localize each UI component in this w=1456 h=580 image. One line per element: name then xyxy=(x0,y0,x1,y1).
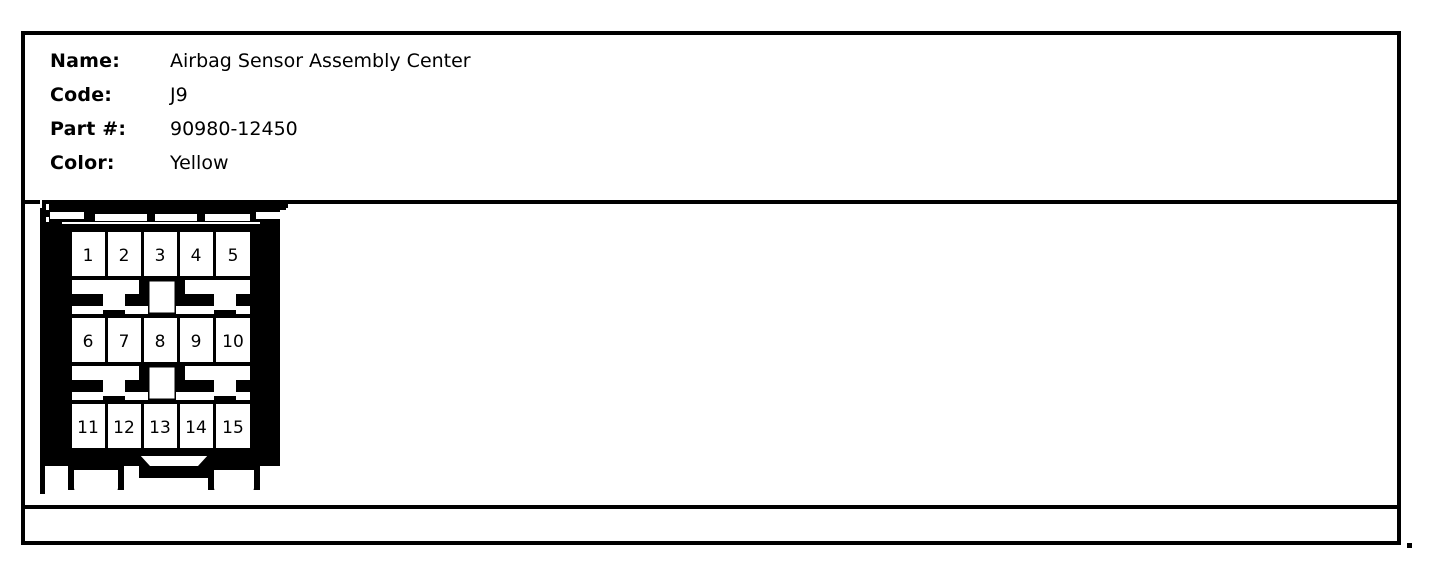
info-label-name: Name: xyxy=(50,50,121,72)
pin-label-8: 8 xyxy=(155,332,166,352)
flange-slot-4 xyxy=(205,214,250,221)
pin-label-12: 12 xyxy=(113,418,135,438)
info-label-color: Color: xyxy=(50,152,115,174)
info-row-color: Color: Yellow xyxy=(50,146,650,180)
header-body-divider xyxy=(25,200,1397,204)
info-row-name: Name: Airbag Sensor Assembly Center xyxy=(50,44,650,78)
divider2-left-t xyxy=(72,366,139,396)
pin-label-9: 9 xyxy=(191,332,202,352)
pin-label-1: 1 xyxy=(83,246,94,266)
pin-cavity-1 xyxy=(72,232,105,276)
info-label-code: Code: xyxy=(50,84,113,106)
divider2-bridge-left xyxy=(72,392,103,400)
pin-label-7: 7 xyxy=(119,332,130,352)
pin-label-15: 15 xyxy=(222,418,244,438)
divider2-bridge-mid-l xyxy=(125,392,148,400)
pin-label-5: 5 xyxy=(228,246,239,266)
body-footer-divider xyxy=(25,505,1397,509)
divider2-bridge-right xyxy=(236,392,250,400)
pin-cavity-6 xyxy=(72,318,105,362)
flange-slot-3 xyxy=(155,214,197,221)
divider1-bridge-mid-r xyxy=(176,306,214,314)
pin-cavity-15 xyxy=(216,404,250,448)
divider1-left-t-dup xyxy=(72,280,139,310)
flange-slot-1 xyxy=(50,212,84,219)
pin-cavity-13 xyxy=(144,404,177,448)
info-row-part-number: Part #: 90980-12450 xyxy=(50,112,650,146)
info-row-code: Code: J9 xyxy=(50,78,650,112)
top-flange-bar xyxy=(42,200,286,210)
pin-label-11: 11 xyxy=(77,418,99,438)
pin-cavity-9 xyxy=(180,318,213,362)
divider2-center-keyway xyxy=(146,364,178,402)
pin-label-2: 2 xyxy=(119,246,130,266)
pin-label-14: 14 xyxy=(185,418,207,438)
left-outer-rail xyxy=(40,208,45,494)
info-value-part-number: 90980-12450 xyxy=(170,118,298,140)
pin-cavity-10 xyxy=(216,318,250,362)
divider1-bridge-right xyxy=(236,306,250,314)
divider2-bridge-mid-r xyxy=(176,392,214,400)
flange-slot-2 xyxy=(95,214,147,221)
pin-cavity-7 xyxy=(108,318,141,362)
divider1-bridge-left xyxy=(72,306,103,314)
pin-cavity-5 xyxy=(216,232,250,276)
pin-cavity-11 xyxy=(72,404,105,448)
right-leg-slot xyxy=(214,470,254,492)
flange-slot-5 xyxy=(256,212,282,219)
info-value-code: J9 xyxy=(170,84,188,106)
pin-cavity-2 xyxy=(108,232,141,276)
info-value-name: Airbag Sensor Assembly Center xyxy=(170,50,471,72)
pin-label-13: 13 xyxy=(149,418,171,438)
pin-cavity-14 xyxy=(180,404,213,448)
pin-label-4: 4 xyxy=(191,246,202,266)
divider2-right-t xyxy=(185,366,250,396)
connector-info-block: Name: Airbag Sensor Assembly Center Code… xyxy=(50,44,650,180)
pin-cavity-3 xyxy=(144,232,177,276)
pin-cavity-4 xyxy=(180,232,213,276)
info-label-part-number: Part #: xyxy=(50,118,127,140)
pin-cavity-12 xyxy=(108,404,141,448)
center-latch-foot xyxy=(139,466,209,478)
connector-pinout-diagram: 1 2 3 4 5 6 7 8 9 10 11 12 13 14 15 xyxy=(38,198,288,494)
connector-housing xyxy=(40,200,288,494)
pin-label-10: 10 xyxy=(222,332,244,352)
divider1-center-keyway xyxy=(146,278,178,316)
left-leg-slot xyxy=(74,470,118,492)
pin-number-labels: 1 2 3 4 5 6 7 8 9 10 11 12 13 14 15 xyxy=(77,246,244,438)
corner-tick-top xyxy=(46,204,49,210)
corner-tick-bottom xyxy=(46,217,49,223)
pin-label-6: 6 xyxy=(83,332,94,352)
top-right-stub xyxy=(274,200,288,208)
connector-svg: 1 2 3 4 5 6 7 8 9 10 11 12 13 14 15 xyxy=(40,200,288,494)
pin-cavity-8 xyxy=(144,318,177,362)
page-stray-mark xyxy=(1407,543,1412,548)
pin-label-3: 3 xyxy=(155,246,166,266)
divider1-bridge-mid-l xyxy=(125,306,148,314)
info-value-color: Yellow xyxy=(170,152,229,174)
center-latch-trapezoid xyxy=(139,456,209,468)
divider1-right-t xyxy=(185,280,250,310)
